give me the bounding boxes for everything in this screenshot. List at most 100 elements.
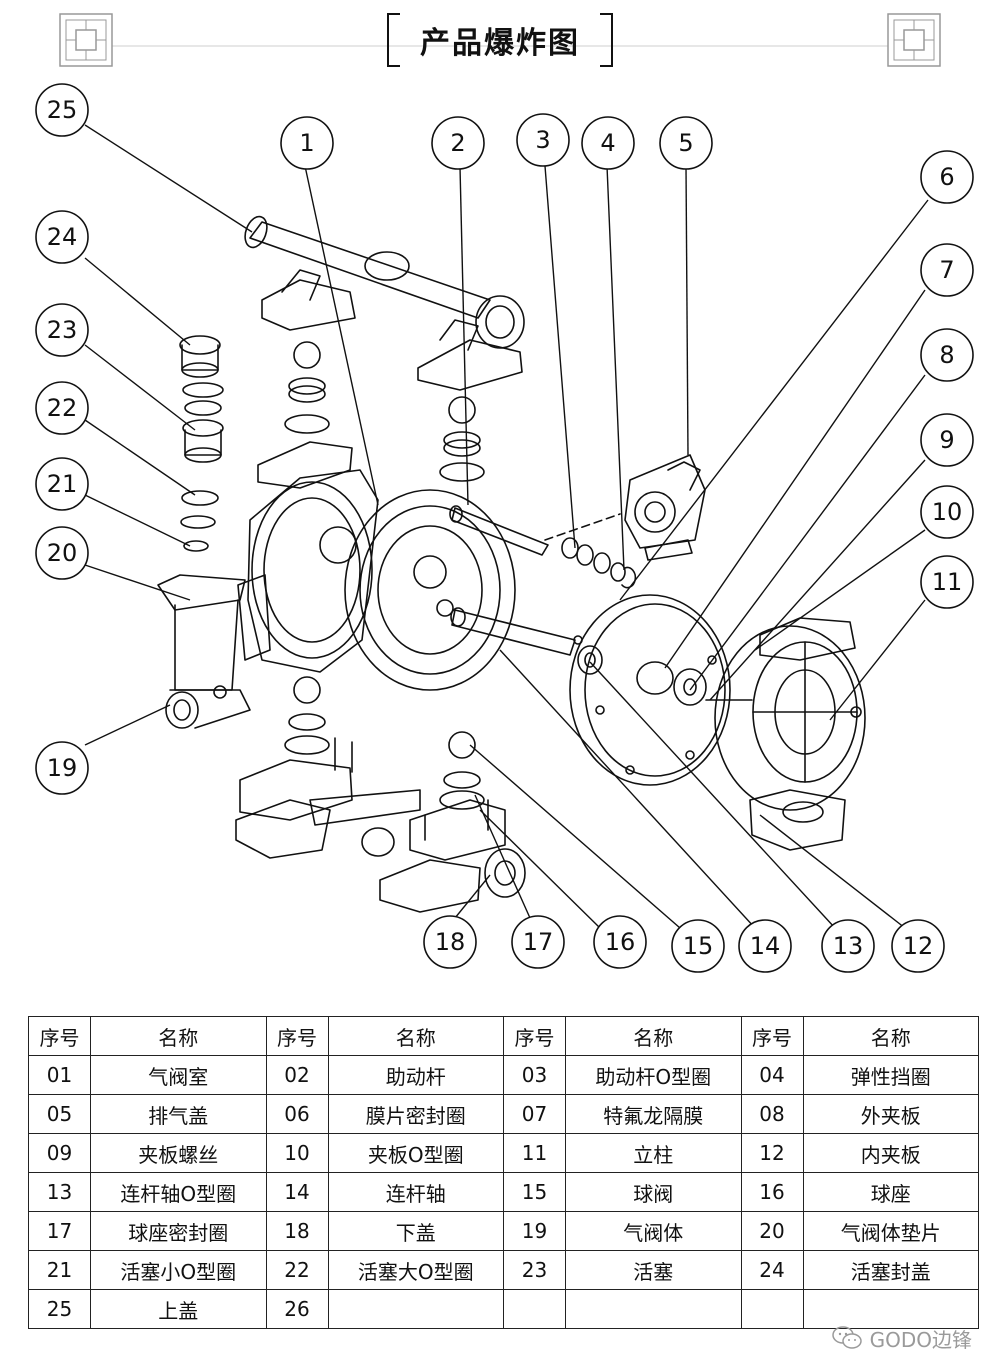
table-cell: 球座密封圈 [90, 1211, 267, 1251]
table-cell: 球座 [802, 1172, 979, 1212]
watermark-text: GODO边锋 [869, 1327, 972, 1352]
table-cell: 15 [503, 1172, 566, 1212]
table-cell: 11 [503, 1133, 566, 1173]
callout-13: 13 [833, 932, 864, 960]
callout-6: 6 [939, 163, 954, 191]
diaphragm [569, 594, 753, 786]
callout-1: 1 [299, 129, 314, 157]
table-cell: 12 [740, 1133, 804, 1173]
leader-lines [84, 124, 929, 929]
table-cell: 连杆轴 [327, 1172, 504, 1212]
col-header: 名称 [802, 1016, 979, 1056]
table-cell: 26 [265, 1289, 329, 1329]
table-cell: 内夹板 [802, 1133, 979, 1173]
callout-22: 22 [47, 394, 78, 422]
exploded-diagram: 1 2 3 4 5 6 7 8 9 10 11 12 13 14 15 16 1… [0, 80, 1000, 980]
table-cell: 01 [28, 1055, 91, 1095]
page-title: 产品爆炸图 [420, 26, 580, 61]
callout-8: 8 [939, 341, 954, 369]
table-cell: 09 [28, 1133, 91, 1173]
table-cell: 立柱 [565, 1133, 742, 1173]
callout-17: 17 [523, 928, 554, 956]
table-cell: 连杆轴O型圈 [90, 1172, 267, 1212]
table-row: 05 排气盖 06 膜片密封圈 07 特氟龙隔膜 08 外夹板 [28, 1094, 979, 1134]
table-cell: 05 [28, 1094, 91, 1134]
table-cell: 10 [265, 1133, 329, 1173]
table-cell: 上盖 [90, 1289, 267, 1329]
right-ornament-icon [887, 13, 941, 67]
callout-23: 23 [47, 316, 78, 344]
table-cell: 03 [503, 1055, 566, 1095]
callout-circles [35, 83, 974, 973]
table-cell: 膜片密封圈 [327, 1094, 504, 1134]
callout-4: 4 [600, 129, 615, 157]
table-row: 09 夹板螺丝 10 夹板O型圈 11 立柱 12 内夹板 [28, 1133, 979, 1173]
table-cell: 助动杆 [327, 1055, 504, 1095]
table-header-row: 序号 名称 序号 名称 序号 名称 序号 名称 [28, 1016, 979, 1056]
table-row: 21 活塞小O型圈 22 活塞大O型圈 23 活塞 24 活塞封盖 [28, 1250, 979, 1290]
table-cell: 外夹板 [802, 1094, 979, 1134]
callout-7: 7 [939, 256, 954, 284]
table-row: 01 气阀室 02 助动杆 03 助动杆O型圈 04 弹性挡圈 [28, 1055, 979, 1095]
table-cell [802, 1289, 979, 1329]
liquid-chamber [714, 617, 866, 851]
table-cell: 弹性挡圈 [802, 1055, 979, 1095]
callout-10: 10 [932, 498, 963, 526]
callout-20: 20 [47, 539, 78, 567]
table-cell: 16 [740, 1172, 804, 1212]
table-cell: 活塞封盖 [802, 1250, 979, 1290]
callout-24: 24 [47, 223, 78, 251]
table-cell: 夹板螺丝 [90, 1133, 267, 1173]
col-header: 名称 [327, 1016, 504, 1056]
table-cell: 19 [503, 1211, 566, 1251]
lower-manifold [235, 737, 526, 913]
table-cell: 17 [28, 1211, 91, 1251]
table-cell: 夹板O型圈 [327, 1133, 504, 1173]
callout-5: 5 [678, 129, 693, 157]
callout-3: 3 [535, 126, 550, 154]
callout-15: 15 [683, 932, 714, 960]
col-header: 序号 [740, 1016, 804, 1056]
table-cell: 13 [28, 1172, 91, 1212]
table-cell: 14 [265, 1172, 329, 1212]
table-cell: 活塞 [565, 1250, 742, 1290]
col-header: 序号 [28, 1016, 91, 1056]
table-cell: 02 [265, 1055, 329, 1095]
air-valve-body [157, 574, 271, 729]
table-cell: 07 [503, 1094, 566, 1134]
callout-2: 2 [450, 129, 465, 157]
callout-25: 25 [47, 96, 78, 124]
table-cell: 球阀 [565, 1172, 742, 1212]
callout-16: 16 [605, 928, 636, 956]
table-cell [740, 1289, 804, 1329]
table-cell: 活塞大O型圈 [327, 1250, 504, 1290]
callout-9: 9 [939, 426, 954, 454]
table-cell: 气阀室 [90, 1055, 267, 1095]
piston-stack [179, 335, 224, 552]
col-header: 名称 [565, 1016, 742, 1056]
col-header: 名称 [90, 1016, 267, 1056]
header: 产品爆炸图 [0, 0, 1000, 80]
callout-12: 12 [903, 932, 934, 960]
col-header: 序号 [265, 1016, 329, 1056]
table-row: 13 连杆轴O型圈 14 连杆轴 15 球阀 16 球座 [28, 1172, 979, 1212]
table-cell [565, 1289, 742, 1329]
table-cell: 特氟龙隔膜 [565, 1094, 742, 1134]
callout-11: 11 [932, 568, 963, 596]
table-cell: 20 [740, 1211, 804, 1251]
table-cell: 04 [740, 1055, 804, 1095]
table-cell [327, 1289, 504, 1329]
wechat-icon [831, 1326, 862, 1349]
table-cell: 06 [265, 1094, 329, 1134]
table-cell: 24 [740, 1250, 804, 1290]
table-cell: 21 [28, 1250, 91, 1290]
table-cell: 22 [265, 1250, 329, 1290]
table-cell: 25 [28, 1289, 91, 1329]
header-decoration [59, 13, 941, 67]
air-chamber [247, 469, 516, 691]
pilot-rod [449, 505, 637, 589]
col-header: 序号 [503, 1016, 566, 1056]
left-ornament-icon [59, 13, 113, 67]
upper-manifold [244, 215, 525, 391]
table-row: 17 球座密封圈 18 下盖 19 气阀体 20 气阀体垫片 [28, 1211, 979, 1251]
